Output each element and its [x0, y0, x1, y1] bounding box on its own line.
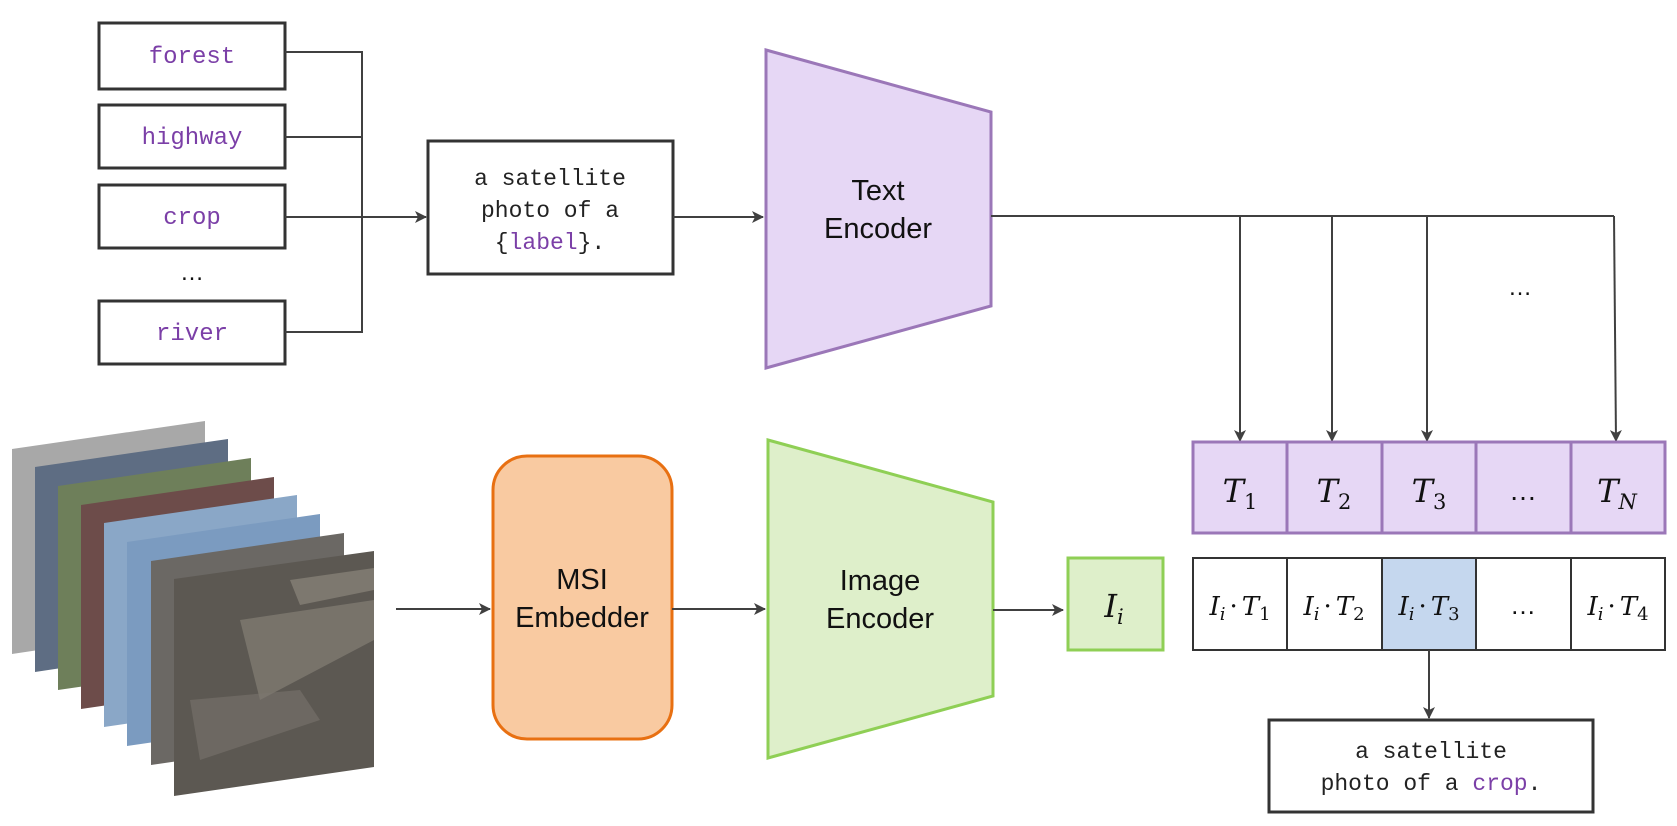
text-encoder-label-1: Text: [851, 175, 904, 207]
image-encoder-label-1: Image: [840, 565, 921, 597]
label-box-forest: [97, 21, 287, 91]
text-embedding-3: T3: [1412, 472, 1447, 514]
text-embedding-1: T1: [1223, 472, 1258, 514]
text-embedding-ellipsis: …: [1509, 475, 1537, 506]
text-embedding-n: TN: [1597, 472, 1637, 514]
msi-embedder-shape: [491, 454, 674, 741]
text-embedding-2: T2: [1317, 472, 1352, 514]
prompt-placeholder: label: [509, 230, 578, 256]
label-highway: highway: [142, 125, 243, 152]
prompt-line-2: photo of a: [481, 198, 619, 224]
prompt-line-1: a satellite: [474, 166, 626, 192]
prompt-line-3: {label}.: [495, 230, 605, 256]
msi-embedder-label-1: MSI: [556, 564, 608, 596]
msi-embedder-label-2: Embedder: [515, 602, 649, 634]
prompt-template-box: [426, 139, 675, 276]
result-box: [1267, 718, 1595, 814]
label-box-crop: [97, 183, 287, 250]
label-ellipsis: …: [180, 259, 204, 286]
label-connector: [285, 51, 427, 333]
image-encoder-shape: [766, 438, 995, 760]
text-encoder-label-2: Encoder: [824, 213, 932, 245]
text-embedding-row: T1 T2 T3 … TN: [1191, 440, 1667, 535]
similarity-1: Ii·T1: [1208, 592, 1270, 625]
result-line-2: photo of a crop.: [1321, 771, 1542, 797]
prompt-close-brace: }.: [578, 230, 606, 256]
highlighted-similarity-cell: [1381, 557, 1477, 651]
prompt-open-brace: {: [495, 230, 509, 256]
branch-ellipsis: …: [1508, 274, 1532, 301]
similarity-row: Ii·T1 Ii·T2 Ii·T3 … Ii·T4: [1192, 557, 1666, 651]
similarity-3: Ii·T3: [1397, 592, 1459, 625]
label-box-highway: [97, 103, 287, 170]
text-embedding-branches: [991, 215, 1622, 442]
result-suffix: .: [1528, 771, 1542, 797]
result-predicted-label: crop: [1472, 771, 1527, 797]
image-embedding-label: Ii: [1103, 587, 1123, 629]
label-list: forest highway crop … river: [97, 21, 287, 366]
similarity-ellipsis: …: [1510, 590, 1536, 620]
msi-image-stack: [12, 421, 374, 796]
text-encoder-shape: [764, 48, 993, 370]
result-prefix: photo of a: [1321, 771, 1473, 797]
label-crop: crop: [163, 205, 221, 232]
image-encoder-label-2: Encoder: [826, 603, 934, 635]
similarity-2: Ii·T2: [1302, 592, 1364, 625]
image-embedding-box: [1066, 556, 1165, 652]
label-river: river: [156, 321, 228, 348]
result-line-1: a satellite: [1355, 739, 1507, 765]
label-forest: forest: [149, 44, 235, 71]
similarity-4: Ii·T4: [1586, 592, 1648, 625]
